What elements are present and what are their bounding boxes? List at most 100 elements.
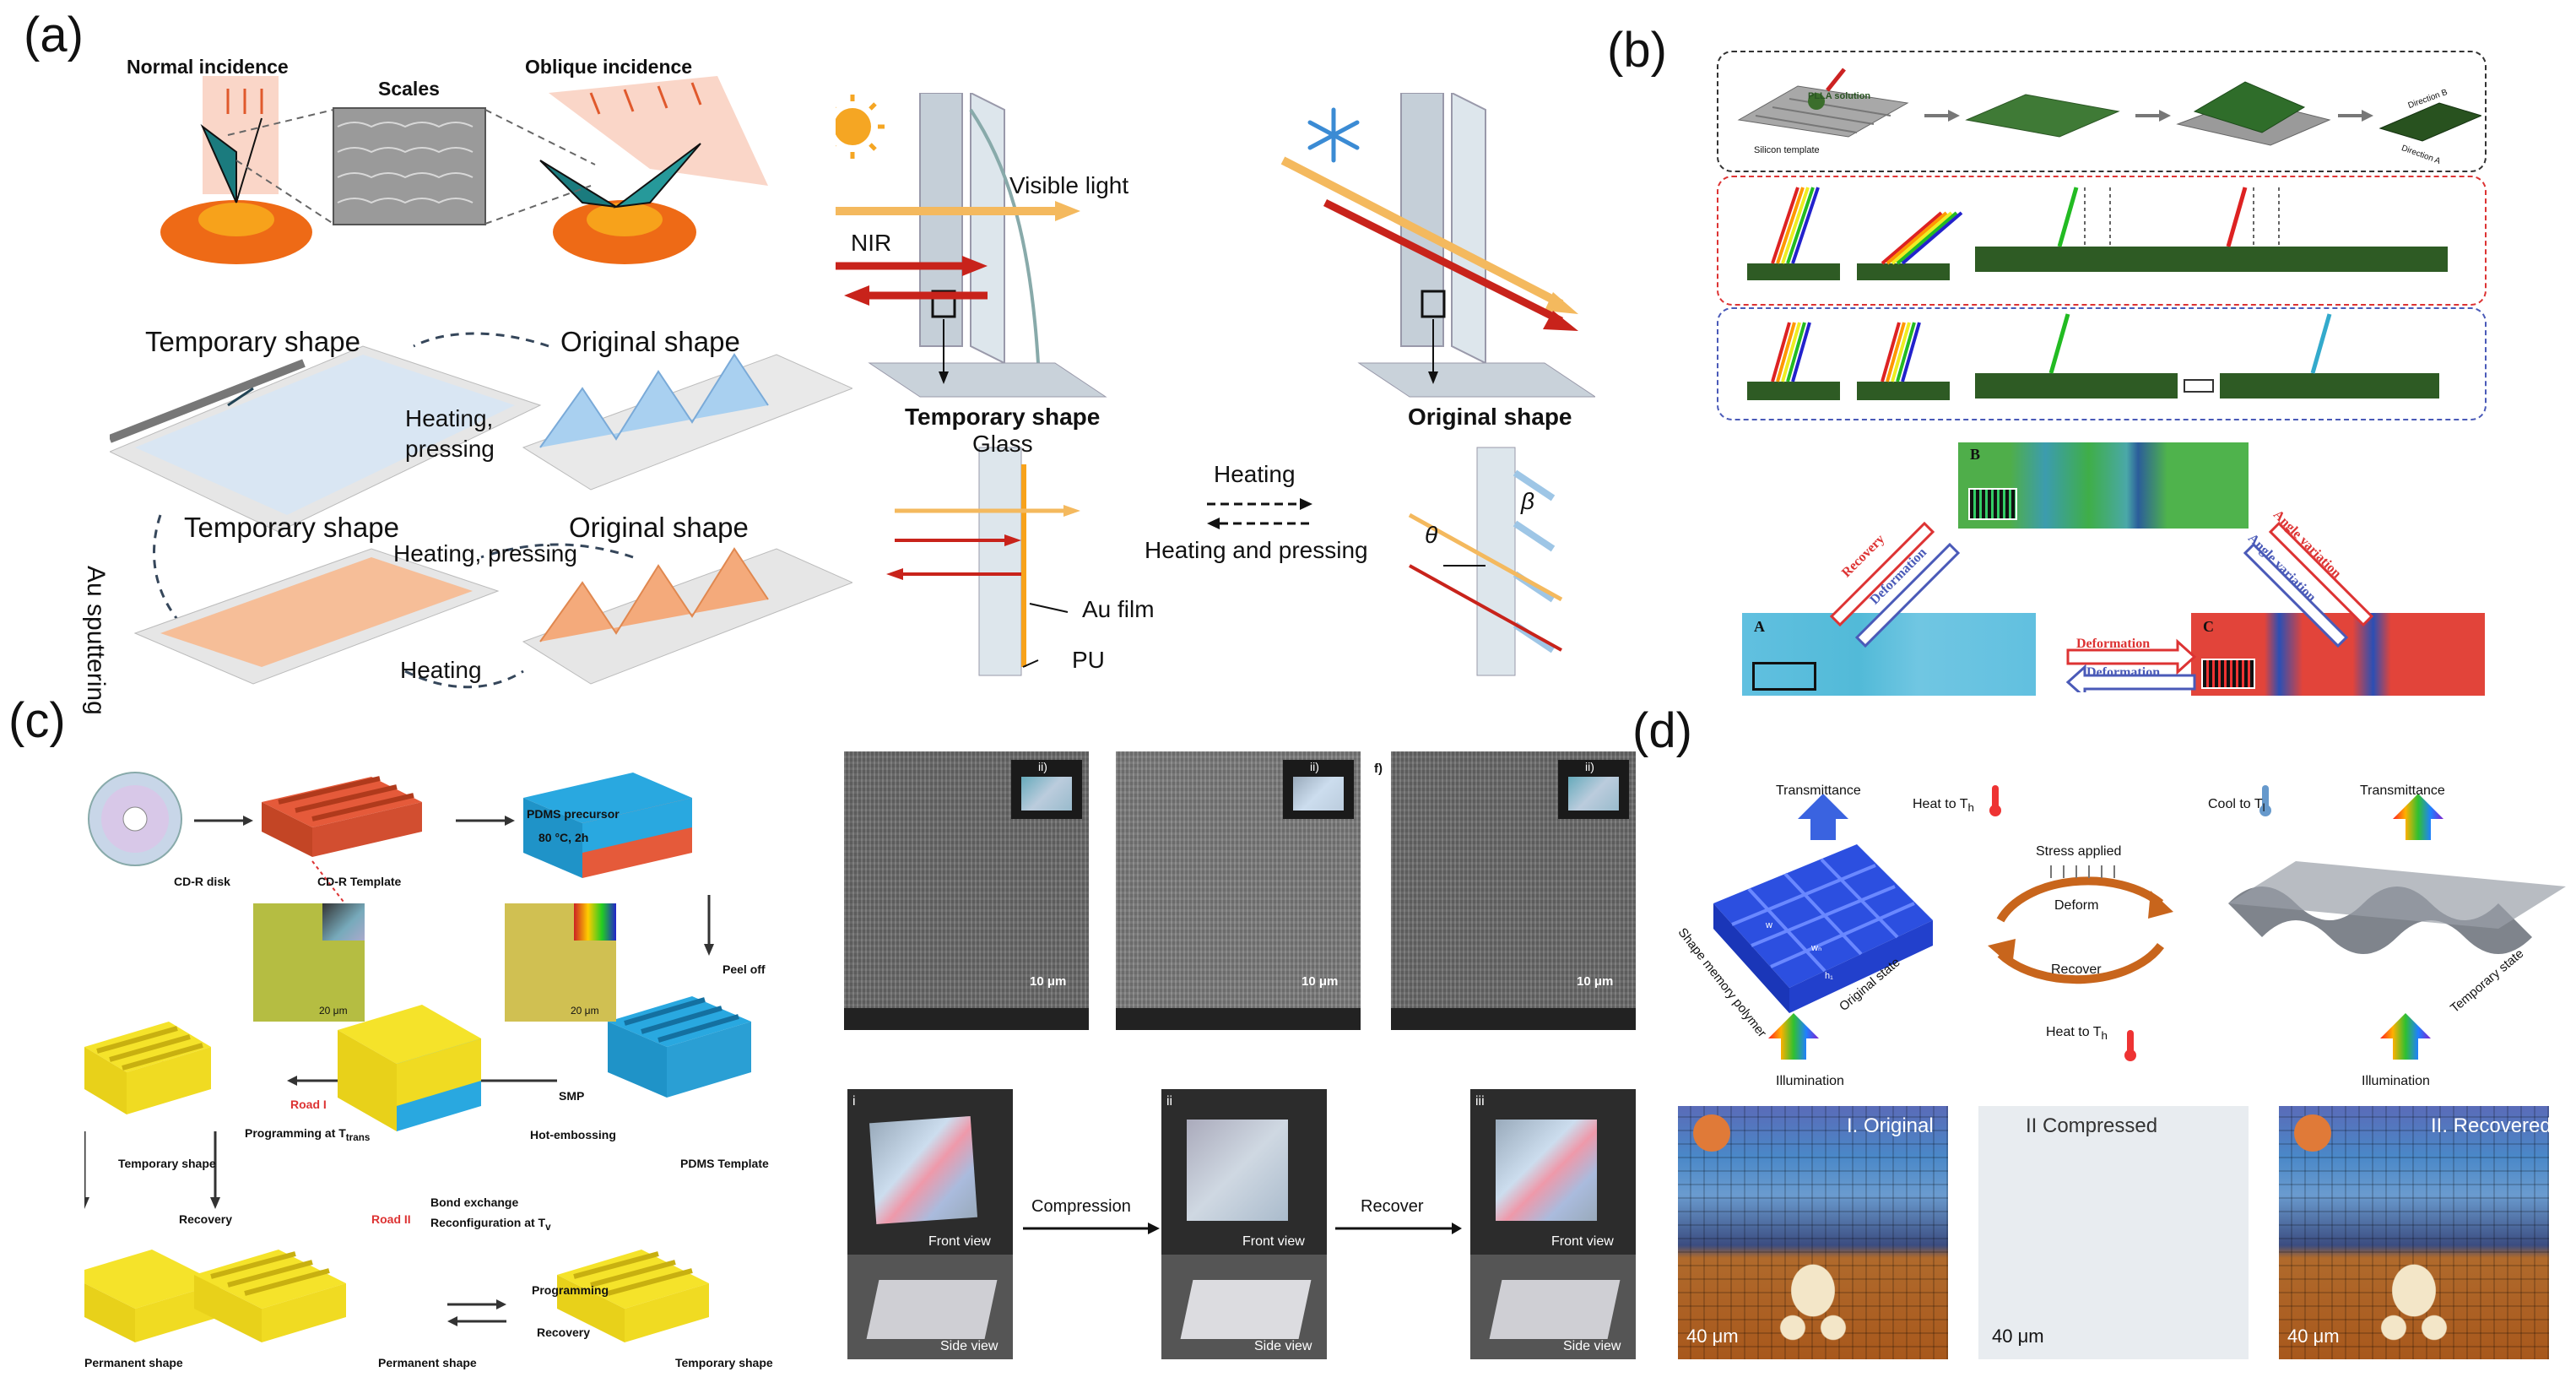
- programming-label: Programming: [532, 1283, 609, 1297]
- micrograph-1: 20 μm: [253, 903, 365, 1022]
- deform-label: Deform: [2054, 898, 2099, 913]
- bond-exchange-label: Bond exchange: [430, 1196, 519, 1209]
- panel-a-window-illustration: [836, 93, 1595, 676]
- side-view-label-3: Side view: [1563, 1339, 1621, 1353]
- ccd-label-b: B: [1970, 446, 1981, 463]
- sun-icon: [836, 95, 885, 159]
- cdr-disk-label: CD-R disk: [174, 875, 230, 888]
- thermometer-hot-icon: [2124, 1030, 2136, 1061]
- recover-d-label: Recover: [2051, 962, 2102, 977]
- micrograph-2: 20 μm: [505, 903, 616, 1022]
- temporary-shape-bold-label: Temporary shape: [905, 404, 1101, 430]
- panel-a-letter: (a): [24, 8, 84, 62]
- sem-inset-3: ii): [1558, 760, 1629, 819]
- front-view-label-3: Front view: [1551, 1234, 1614, 1249]
- silicon-template-label: Silicon template: [1754, 145, 1820, 155]
- pu-label: PU: [1072, 647, 1105, 673]
- au-film-label: Au film: [1082, 596, 1155, 622]
- thermometer-cold-icon: [2259, 785, 2271, 816]
- butterfly-right: [539, 143, 701, 209]
- normal-incidence-label: Normal incidence: [127, 56, 289, 78]
- heating-pressing-label-2: Heating, pressing: [393, 540, 577, 567]
- side-view-label-2: Side view: [1254, 1339, 1312, 1353]
- heating-and-pressing-label: Heating and pressing: [1145, 537, 1368, 563]
- pdms-template-label: PDMS Template: [680, 1157, 769, 1170]
- micrograph-inset-2: [574, 903, 616, 941]
- recovery-c-label-1: Recovery: [179, 1212, 233, 1226]
- sem-scale-1: 10 μm: [1030, 974, 1067, 989]
- original-shape-label-2: Original shape: [569, 512, 749, 543]
- panel-b-arrows: [1829, 521, 2374, 692]
- original-image: I. Original 40 μm: [1678, 1106, 1948, 1359]
- photo-label-2: ii: [1166, 1094, 1173, 1109]
- photo-label-3: iii: [1475, 1094, 1485, 1109]
- hot-embossing-label: Hot-embossing: [530, 1128, 616, 1141]
- beta-label: β: [1521, 488, 1534, 514]
- programming-at-label: Programming at Ttrans: [245, 1126, 371, 1143]
- glass-label: Glass: [972, 431, 1033, 457]
- cdr-template-label: CD-R Template: [317, 875, 402, 888]
- oblique-incidence-label: Oblique incidence: [525, 56, 693, 78]
- compression-arrows: [1023, 1223, 1462, 1234]
- sem-inset-1: ii): [1011, 760, 1082, 819]
- original-shape-label-1: Original shape: [560, 326, 740, 357]
- panel-d-schematic: [1713, 785, 2566, 1061]
- photo-set-1: i Front view Side view: [847, 1089, 1013, 1359]
- front-view-label-1: Front view: [928, 1234, 991, 1249]
- road-ii-label: Road II: [371, 1212, 411, 1226]
- compressed-image: II Compressed 40 μm: [1978, 1106, 2249, 1359]
- temp-80c-label: 80 °C, 2h: [538, 831, 589, 844]
- panel-c-schematic: [84, 772, 751, 1342]
- pdms-precursor-label: PDMS precursor: [527, 807, 620, 821]
- permanent-shape-label-1: Permanent shape: [84, 1356, 183, 1369]
- peel-off-label: Peel off: [722, 962, 766, 976]
- recovered-label: II. Recovered: [2431, 1114, 2549, 1137]
- sem-image-1: ii) 10 μm: [844, 751, 1089, 1030]
- thermometer-hot-icon: [1989, 785, 2001, 816]
- process-box: [1717, 51, 2487, 172]
- panel-d-letter: (d): [1632, 703, 1692, 758]
- heating-label-2: Heating: [1214, 461, 1296, 487]
- scale-40um-3: 40 μm: [2287, 1326, 2340, 1347]
- permanent-shape-label-2: Permanent shape: [378, 1356, 477, 1369]
- temporary-shape-c-label-2: Temporary shape: [675, 1356, 773, 1369]
- au-sputtering-label: Au sputtering: [82, 566, 110, 715]
- label-h1: h₁: [1825, 971, 1833, 981]
- sem-scale-3: 10 μm: [1577, 974, 1614, 989]
- theta-label: θ: [1425, 522, 1438, 548]
- temporary-shape-label-2: Temporary shape: [184, 512, 399, 543]
- snowflake-icon: [1307, 107, 1360, 163]
- recovered-image: II. Recovered 40 μm: [2279, 1106, 2549, 1359]
- scale-40um-1: 40 μm: [1686, 1326, 1739, 1347]
- sem-scale-2: 10 μm: [1302, 974, 1339, 989]
- sem-image-2: e) ii) 10 μm: [1116, 751, 1361, 1030]
- red-box: [1717, 176, 2487, 306]
- front-view-label-2: Front view: [1242, 1234, 1305, 1249]
- scales-label: Scales: [378, 78, 440, 100]
- transmittance-label-1: Transmittance: [1776, 783, 1861, 798]
- photo-set-2: ii Front view Side view: [1161, 1089, 1327, 1359]
- flower-left: [160, 200, 312, 264]
- panel-b-schematics: [1737, 68, 2481, 400]
- reconfiguration-label: Reconfiguration at Tv: [430, 1216, 551, 1233]
- ccd-image-b: B: [1958, 442, 2249, 529]
- panel-a-left-illustration: [110, 76, 852, 689]
- compression-label: Compression: [1031, 1197, 1131, 1216]
- photo-label-1: i: [852, 1094, 856, 1109]
- cool-to-tl-label: Cool to Tl: [2208, 797, 2265, 815]
- blue-box: [1717, 307, 2487, 420]
- sem-inset-2: ii): [1283, 760, 1354, 819]
- window-original: [1357, 93, 1595, 398]
- illumination-label-2: Illumination: [2362, 1074, 2430, 1088]
- panel-b-letter: (b): [1607, 23, 1667, 78]
- temporary-shape-c-label-1: Temporary shape: [118, 1157, 216, 1170]
- scale-40um-2: 40 μm: [1992, 1326, 2044, 1347]
- heating-pressing-label-1: Heating, pressing: [405, 405, 495, 462]
- panel-c-letter: (c): [8, 693, 66, 748]
- window-temporary: [868, 93, 1107, 398]
- scale-20um-2: 20 μm: [571, 1005, 599, 1017]
- recovery-c-label-2: Recovery: [537, 1326, 591, 1339]
- illumination-label-1: Illumination: [1776, 1074, 1844, 1088]
- flower-right: [553, 200, 696, 264]
- ccd-label-a: A: [1754, 618, 1765, 635]
